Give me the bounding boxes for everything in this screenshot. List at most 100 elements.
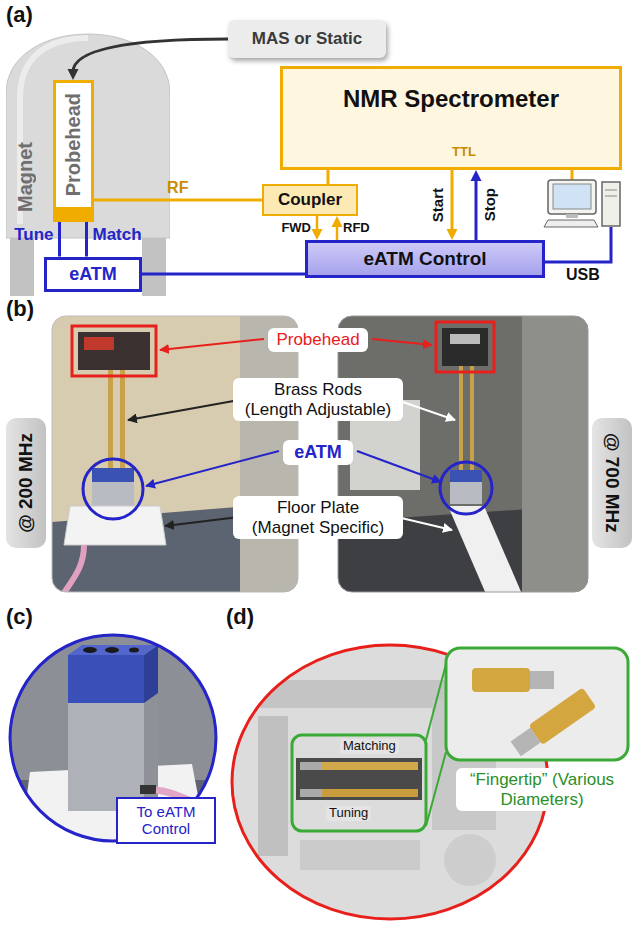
arrow-head bbox=[471, 170, 482, 181]
eatm-body bbox=[92, 482, 134, 506]
arrow-head bbox=[332, 216, 343, 227]
usb-wire bbox=[545, 227, 611, 262]
monitor-stand bbox=[566, 214, 578, 218]
probe-part bbox=[444, 834, 496, 886]
part-name: Brass Rods (Length Adjustable) bbox=[233, 378, 403, 421]
edge-label: Tune bbox=[14, 226, 53, 245]
photo-700mhz bbox=[338, 316, 588, 592]
eatm-side bbox=[144, 693, 158, 811]
probehead-box: Probehead bbox=[53, 80, 94, 222]
photo-frame bbox=[338, 316, 588, 592]
eatm-body bbox=[450, 482, 482, 504]
eatm-photo bbox=[8, 634, 220, 846]
part-name: Probehead bbox=[268, 328, 368, 352]
leader-line bbox=[357, 451, 441, 482]
keyboard bbox=[544, 220, 598, 227]
zoom-line bbox=[426, 664, 446, 740]
node-label: TTL bbox=[452, 145, 476, 160]
connector bbox=[142, 273, 305, 276]
probe-body bbox=[78, 332, 150, 370]
leader-line bbox=[160, 339, 264, 350]
eatm-box: eATM bbox=[44, 257, 142, 292]
panel-letter: (d) bbox=[226, 604, 254, 629]
part-name: Floor Plate (Magnet Specific) bbox=[233, 496, 403, 539]
brass-fingertip bbox=[472, 668, 530, 692]
drive-slot bbox=[605, 196, 617, 197]
node-label: To eATM Control bbox=[122, 803, 210, 838]
panel-letter: (b) bbox=[6, 296, 34, 321]
brass-shaft bbox=[300, 789, 418, 797]
fingertip-end bbox=[530, 671, 554, 689]
brass-shaft bbox=[300, 762, 418, 770]
part-name: Tuning bbox=[326, 806, 371, 821]
node-label: Probehead bbox=[62, 93, 85, 196]
node-label: NMR Spectrometer bbox=[343, 85, 559, 113]
cable-tag: To eATM Control bbox=[116, 797, 216, 844]
leader-line bbox=[128, 400, 239, 420]
arrow-head bbox=[312, 229, 323, 240]
brass-fingertip bbox=[529, 688, 597, 746]
photo-frame bbox=[52, 316, 298, 592]
control-box: eATM Control bbox=[305, 240, 545, 278]
fingertip bbox=[300, 762, 322, 770]
magnet-leg bbox=[522, 316, 588, 592]
probe-part bbox=[84, 337, 114, 350]
frequency-tag: @ 200 MHz bbox=[6, 418, 46, 548]
node-label: @ 200 MHz bbox=[15, 433, 37, 533]
probe-body bbox=[442, 328, 488, 366]
highlight-box bbox=[72, 326, 156, 376]
connector bbox=[451, 170, 454, 232]
probe-part bbox=[300, 840, 420, 870]
probe-interior bbox=[296, 758, 422, 800]
node-label: MAS or Static bbox=[252, 29, 363, 49]
photo-wall bbox=[52, 316, 298, 592]
edge-label: Start bbox=[430, 188, 447, 222]
magnet-leg bbox=[10, 238, 34, 296]
inset-photo bbox=[446, 648, 628, 760]
shaft-hole bbox=[129, 648, 139, 653]
node-label: @ 700 MHz bbox=[601, 433, 623, 533]
brass-rod bbox=[120, 370, 125, 472]
eatm-top bbox=[92, 468, 134, 482]
photo-background bbox=[8, 634, 220, 846]
eatm-top bbox=[68, 655, 144, 703]
node-label: Coupler bbox=[278, 190, 342, 210]
panel-letter: (c) bbox=[6, 604, 33, 629]
floor-plate bbox=[448, 506, 522, 592]
shaft-hole bbox=[83, 647, 97, 653]
zoom-line bbox=[426, 752, 446, 826]
magnet-body bbox=[6, 34, 170, 238]
node-label: eATM bbox=[69, 264, 117, 285]
part-name: eATM bbox=[283, 440, 353, 465]
eatm-top bbox=[450, 470, 482, 482]
fingertip-parts bbox=[472, 668, 596, 759]
edge-label: RF bbox=[167, 179, 188, 197]
connector bbox=[140, 785, 156, 794]
probe-frame bbox=[258, 716, 288, 856]
connector bbox=[475, 178, 478, 240]
eatm-body bbox=[68, 703, 144, 811]
edge-label: Match bbox=[93, 226, 142, 245]
coupler-box: Coupler bbox=[262, 184, 358, 216]
computer-tower bbox=[602, 182, 620, 226]
panel-letter: (a) bbox=[6, 2, 33, 27]
highlight-box bbox=[436, 322, 494, 372]
connector bbox=[73, 39, 228, 72]
signal-name: USB bbox=[566, 266, 600, 284]
node-label: Magnet bbox=[14, 142, 37, 212]
connector bbox=[85, 222, 88, 257]
magnet-shape: Magnet Probehead bbox=[6, 24, 170, 296]
edge-label: Stop bbox=[482, 188, 499, 221]
leader-line bbox=[397, 400, 455, 420]
photo-floor bbox=[8, 780, 220, 846]
brass-rod bbox=[459, 366, 463, 472]
eatm-top-side bbox=[144, 645, 158, 703]
edge-label: RFD bbox=[343, 221, 370, 235]
zoom-circle bbox=[10, 635, 216, 841]
highlight-circle bbox=[83, 459, 143, 519]
fingertip-end bbox=[511, 728, 541, 757]
magnet-leg bbox=[142, 238, 166, 296]
leader-line bbox=[397, 517, 452, 530]
fingertip-rotated bbox=[509, 688, 596, 759]
connector bbox=[58, 222, 61, 257]
